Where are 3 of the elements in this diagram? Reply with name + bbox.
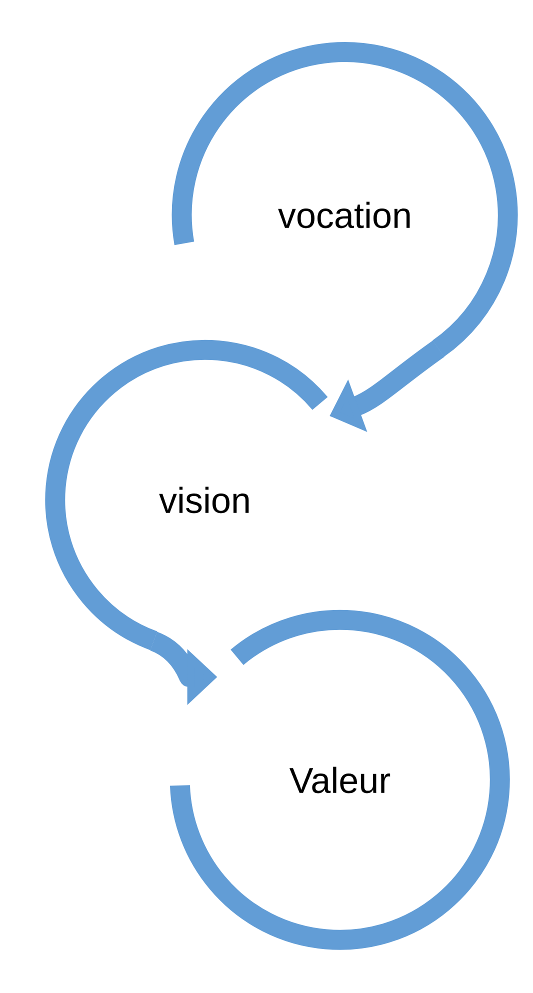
- ring-band: vocation: [172, 42, 518, 356]
- ring-band: vision: [45, 340, 328, 650]
- ring-band: Valeur: [170, 610, 510, 950]
